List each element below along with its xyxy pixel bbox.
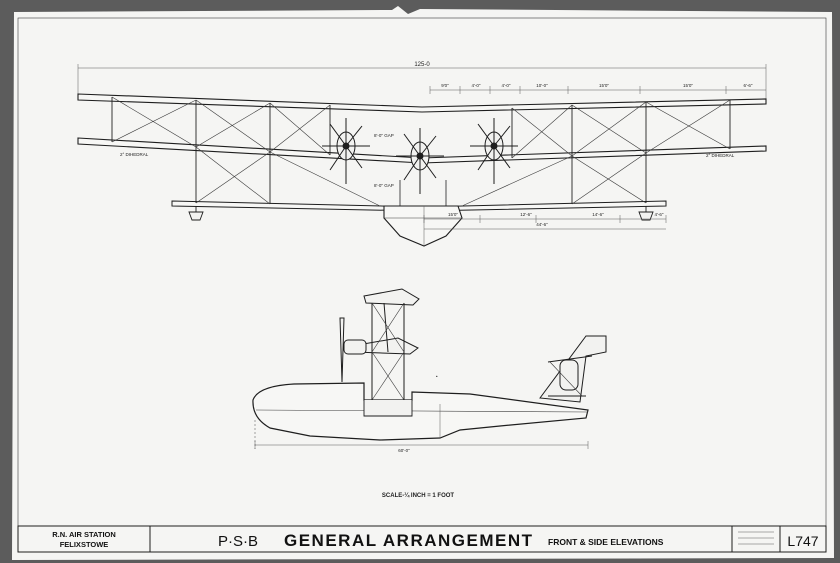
top-dim-label: 9'0"	[441, 83, 449, 88]
station-line-1: R.N. AIR STATION	[52, 530, 116, 539]
interplane-struts	[111, 97, 731, 204]
dihedral-left-label: 2° DIHEDRAL	[120, 152, 149, 157]
dihedral-right-label: 2° DIHEDRAL	[706, 153, 735, 158]
wingtip-floats	[188, 206, 654, 221]
top-dim-label: 15'0"	[599, 83, 609, 88]
scale-note: SCALE-¼ INCH = 1 FOOT	[382, 492, 455, 499]
svg-text:•: •	[436, 374, 438, 379]
title-block: R.N. AIR STATION FELIXSTOWE P·S·B GENERA…	[17, 525, 827, 553]
gap-lower-label: 8'-0" GAP	[374, 183, 394, 188]
top-dimension-chain: 9'0" 4'-0" 4'-0" 10'-0" 15'0" 15'0" 6'-6…	[429, 83, 766, 94]
station-line-2: FELIXSTOWE	[60, 540, 109, 549]
top-dim-label: 6'-6"	[744, 83, 753, 88]
hull-length-dimension: 60'-0"	[254, 420, 589, 453]
gap-upper-label: 8'-0" GAP	[374, 133, 394, 138]
lower-dim-label: 15'0"	[448, 212, 458, 217]
drawing-number: L747	[787, 533, 818, 549]
side-hull	[252, 382, 589, 441]
top-dim-label: 15'0"	[683, 83, 693, 88]
lower-span-label: 44'-6"	[536, 222, 548, 227]
bracing-wires	[111, 96, 731, 207]
engine-port	[322, 118, 370, 184]
hull-front	[383, 180, 463, 247]
top-dim-label: 10'-0"	[536, 83, 548, 88]
drawing-subtitle: FRONT & SIDE ELEVATIONS	[548, 537, 664, 547]
lower-dimension-chain: 15'0" 12'-6" 14'-6" 4'-6" 44'-6"	[423, 212, 667, 230]
lower-dim-label: 4'-6"	[655, 212, 664, 217]
type-designation: P·S·B	[218, 533, 258, 550]
lower-dim-label: 12'-6"	[520, 212, 532, 217]
engine-starboard	[470, 118, 518, 184]
paper-sheet	[12, 6, 834, 560]
span-total-label: 125-0	[414, 62, 430, 68]
drawing-title: GENERAL ARRANGEMENT	[284, 531, 534, 550]
engine-centre	[396, 128, 444, 194]
side-elevation: 60'-0" •	[252, 288, 607, 453]
side-wing-stack	[351, 288, 420, 401]
lower-dim-label: 14'-6"	[592, 212, 604, 217]
hull-length-label: 60'-0"	[398, 448, 410, 453]
side-tail	[539, 335, 607, 403]
span-dimension: 125-0	[77, 62, 767, 102]
front-elevation: 125-0 9'0" 4'-0" 4'-0" 10'-0" 15'0" 15'0…	[77, 62, 767, 247]
top-dim-label: 4'-0"	[502, 83, 511, 88]
top-dim-label: 4'-0"	[472, 83, 481, 88]
side-propeller	[339, 317, 367, 383]
